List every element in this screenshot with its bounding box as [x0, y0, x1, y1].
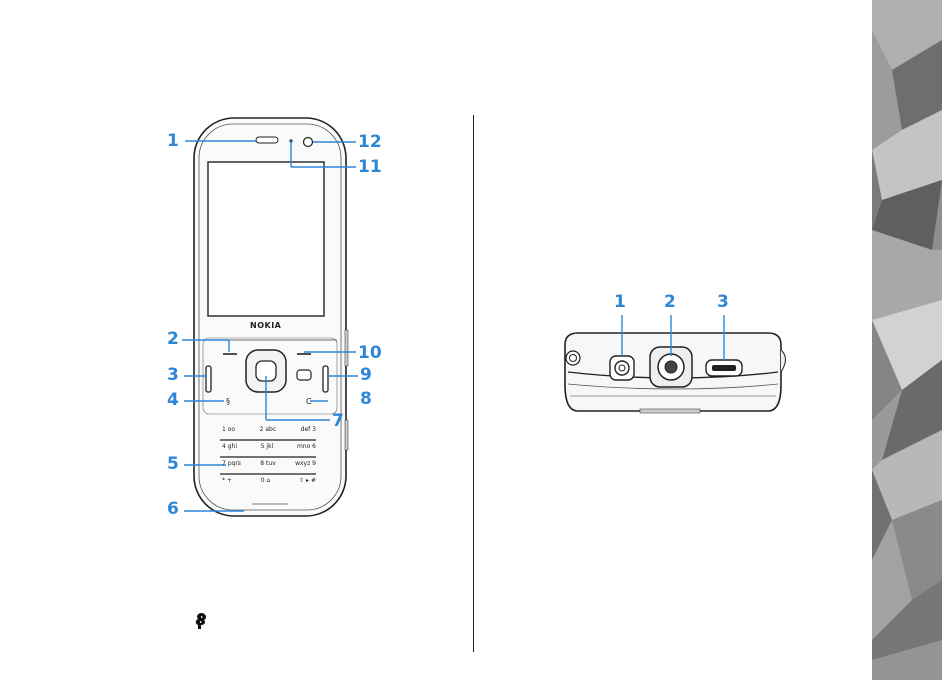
callout-front-4: 4	[167, 392, 179, 409]
keypad-row: * + 0 ⌂ ⇧ ▸ #	[222, 477, 316, 494]
key-star: * +	[222, 477, 232, 494]
key-8: 8 tuv	[260, 460, 275, 477]
key-3: def 3	[301, 426, 316, 443]
earpiece	[256, 137, 278, 143]
keypad: 1 oo 2 abc def 3 4 ghi 5 jkl mno 6 7 pqr…	[222, 426, 316, 494]
key-hash: ⇧ ▸ #	[299, 477, 316, 494]
key-4: 4 ghi	[222, 443, 237, 460]
callout-front-5: 5	[167, 456, 179, 473]
end-key	[323, 366, 328, 392]
callout-bottom-2: 2	[664, 294, 676, 311]
key-6: mno 6	[297, 443, 316, 460]
faceted-pattern	[872, 0, 942, 680]
key-2: 2 abc	[260, 426, 277, 443]
side-key-lower	[345, 420, 348, 450]
callout-bottom-3: 3	[717, 294, 729, 311]
phone-bottom-diagram	[550, 315, 800, 420]
callout-bottom-1: 1	[614, 294, 626, 311]
callout-front-2: 2	[167, 331, 179, 348]
front-camera	[304, 138, 313, 147]
call-key	[206, 366, 211, 392]
callout-front-7: 7	[332, 413, 344, 430]
callout-front-9: 9	[360, 367, 372, 384]
keypad-row: 4 ghi 5 jkl mno 6	[222, 443, 316, 460]
decorative-side-panel	[872, 0, 942, 680]
keypad-row: 7 pqrs 8 tuv wxyz 9	[222, 460, 316, 477]
multimedia-key	[297, 370, 311, 380]
keypad-row: 1 oo 2 abc def 3	[222, 426, 316, 443]
callout-front-10: 10	[358, 345, 382, 362]
callout-front-12: 12	[358, 134, 382, 151]
key-9: wxyz 9	[295, 460, 316, 477]
key-5: 5 jkl	[261, 443, 274, 460]
callout-front-8: 8	[360, 391, 372, 408]
nokia-menu-key-icon	[193, 612, 209, 630]
wrist-strap-eyelet	[566, 351, 580, 365]
callout-front-11: 11	[358, 159, 382, 176]
key-7: 7 pqrs	[222, 460, 241, 477]
callout-front-1: 1	[167, 133, 179, 150]
brand-logo: NOKIA	[250, 321, 281, 330]
menu-key-glyph: §	[226, 397, 230, 406]
side-key	[345, 330, 348, 366]
display	[208, 162, 324, 316]
callout-front-3: 3	[167, 367, 179, 384]
key-1: 1 oo	[222, 426, 235, 443]
column-divider	[473, 115, 474, 652]
callout-front-6: 6	[167, 501, 179, 518]
key-0: 0 ⌂	[261, 477, 271, 494]
